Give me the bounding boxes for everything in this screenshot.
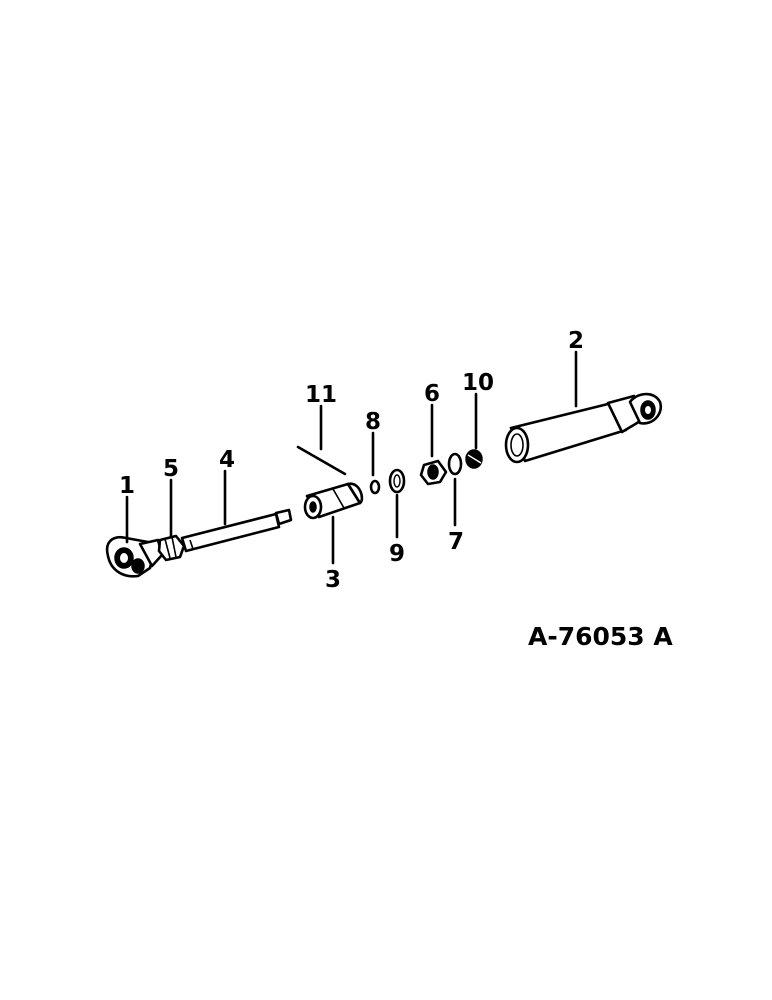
part-3-piston: [303, 482, 364, 520]
callout-2: 2: [568, 328, 584, 354]
part-6-piston-nut: [419, 459, 448, 486]
part-4-piston-rod: [180, 508, 293, 553]
part-5-jam-nut: [157, 534, 186, 562]
callout-1: 1: [119, 473, 135, 499]
callout-7: 7: [448, 529, 464, 555]
part-2-cylinder-barrel: [504, 392, 663, 464]
part-1-rod-clevis: [105, 535, 164, 578]
drawing-number: A-76053 A: [528, 622, 673, 651]
part-10-seal: [465, 449, 483, 469]
part-9-backup-washer: [388, 468, 406, 494]
callout-11: 11: [305, 382, 337, 408]
leader-11-arrow: [296, 445, 347, 476]
part-7-o-ring: [447, 452, 463, 476]
callout-5: 5: [163, 456, 179, 482]
callout-6: 6: [424, 381, 440, 407]
part-8-small-o-ring: [369, 479, 381, 495]
leader-lines: [125, 350, 578, 565]
callout-10: 10: [462, 370, 494, 396]
callout-3: 3: [325, 567, 341, 593]
callout-8: 8: [365, 409, 381, 435]
callout-4: 4: [219, 447, 235, 473]
callout-9: 9: [389, 541, 405, 567]
